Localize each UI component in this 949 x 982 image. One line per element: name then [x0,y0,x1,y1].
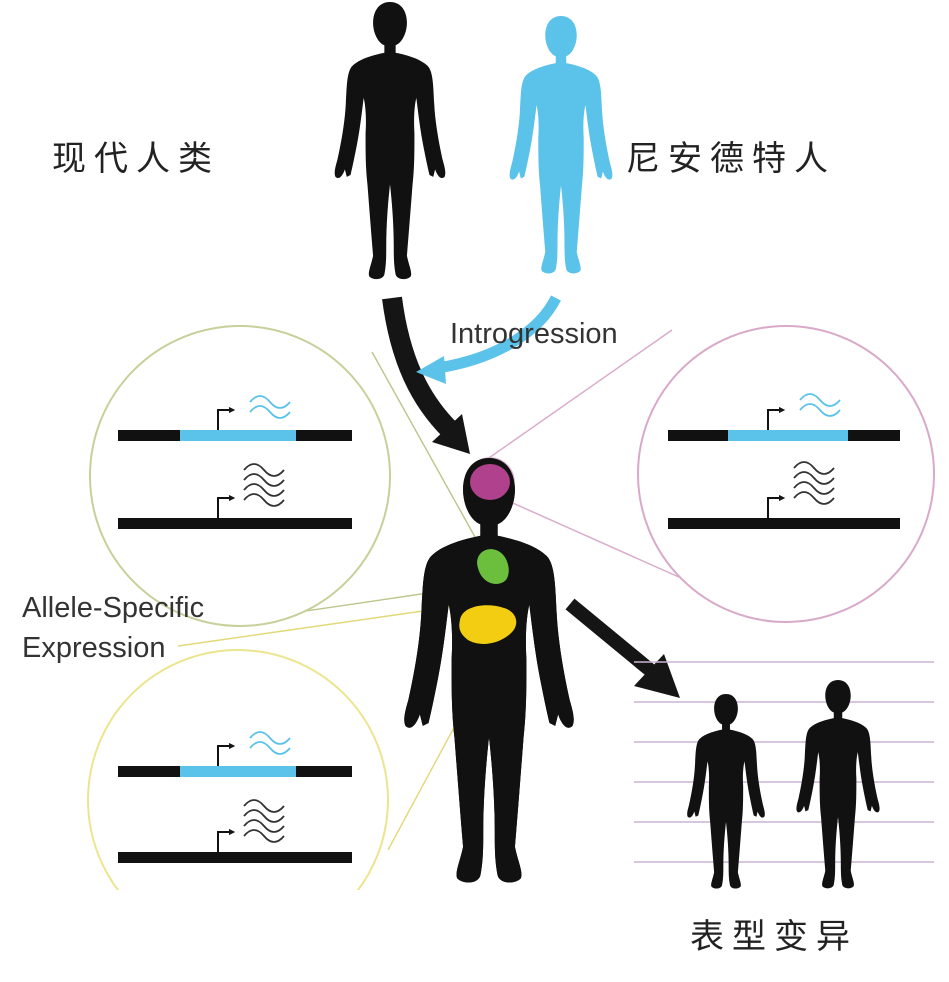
allele-bar-modern [118,518,352,529]
wavy-lines-icon [799,393,841,417]
modern-human-label: 现代人类 [52,139,220,179]
phenotypic-variation-label: 表型变异 [690,917,858,957]
introgression-arrow [416,295,561,384]
descent-arrow [382,296,470,454]
zoom-circle-liver [0,649,949,982]
height-chart-lines [634,661,934,863]
promoter-arrow-icon [217,742,236,766]
introgressed-segment [180,766,296,777]
wavy-lines-icon [243,799,285,843]
introgression-label: Introgression [450,318,618,350]
promoter-arrow-icon [217,494,236,518]
zoom-circle-brain [637,325,935,623]
neanderthal-label: 尼安德特人 [626,139,836,179]
wavy-lines-icon [249,731,291,755]
wavy-lines-icon [793,461,835,505]
phenotype-arrow [565,598,680,698]
wavy-lines-icon [249,395,291,419]
connector-lines [177,329,691,851]
allele-bar-modern [118,852,352,863]
zoom-circle-lung [89,325,391,627]
allele-bar-modern [668,518,900,529]
introgressed-segment [180,430,296,441]
central-human-figure-overlay [404,458,574,883]
modern-human-figure [334,2,446,280]
phenotype-figure-tall [796,680,880,889]
allele-pair [118,395,352,529]
neanderthal-figure [509,16,613,274]
promoter-arrow-icon [217,828,236,852]
promoter-arrow-icon [217,406,236,430]
introgressed-segment [728,430,848,441]
allele-specific-label-line2: Expression [22,632,166,664]
allele-specific-label-line1: Allele-Specific [22,592,205,624]
phenotype-figure-short [687,694,765,889]
promoter-arrow-icon [767,406,786,430]
promoter-arrow-icon [767,494,786,518]
wavy-lines-icon [243,463,285,507]
